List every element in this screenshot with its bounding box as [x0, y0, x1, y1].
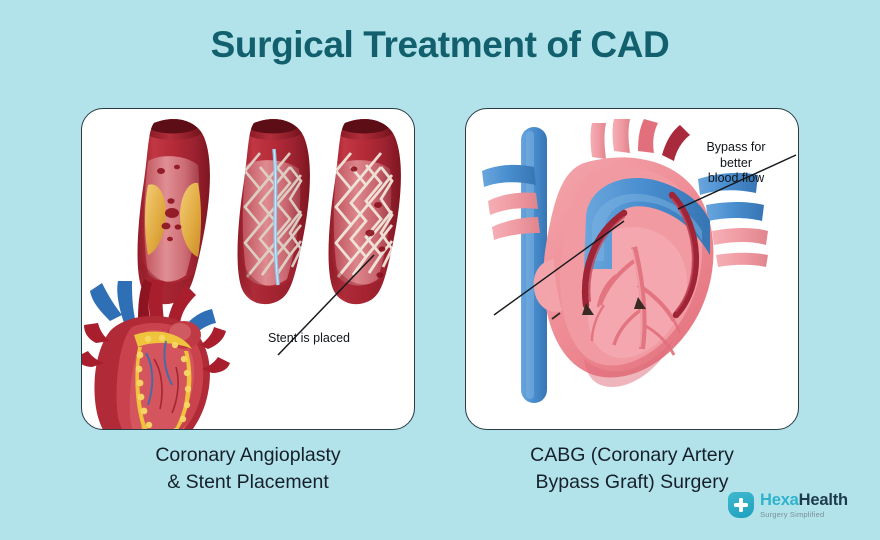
coronary-arteries-light — [631, 248, 643, 348]
brand-logo[interactable]: HexaHealth Surgery Simplified — [728, 492, 848, 519]
panel-card-cabg — [465, 108, 799, 430]
plaque-deposit — [180, 182, 201, 257]
heart-with-bypass-grafts-illustration — [482, 119, 797, 403]
annotation-bypass-for-better-blood-flow: Bypass for better blood flow — [706, 140, 766, 185]
bypass-graft-vessels — [582, 191, 699, 319]
leader-line-bypass — [677, 154, 797, 210]
plaque-deposit — [145, 184, 166, 255]
panel-caption-cabg: CABG (Coronary Artery Bypass Graft) Surg… — [530, 444, 734, 493]
blocked-artery-with-plaque — [137, 119, 210, 305]
logo-name-second: Health — [798, 491, 848, 509]
panel-caption-angioplasty: Coronary Angioplasty & Stent Placement — [155, 444, 341, 493]
logo-name-first: Hexa — [760, 491, 799, 509]
leader-line-stent — [277, 254, 375, 356]
logo-wordmark: HexaHealth — [760, 492, 848, 509]
page-title: Surgical Treatment of CAD — [210, 24, 670, 65]
aorta-trunks — [590, 119, 690, 161]
anatomical-heart — [82, 279, 230, 429]
coronary-arteries — [590, 246, 682, 356]
annotation-stent-is-placed: Stent is placed — [268, 331, 350, 345]
leader-line-graft-left — [493, 220, 625, 316]
right-side-vessels — [698, 172, 768, 267]
medical-cross-icon — [734, 498, 748, 513]
bypass-graft-highlight — [588, 198, 694, 312]
logo-tagline: Surgery Simplified — [760, 509, 825, 519]
coronary-artery-stent-stages-illustration — [82, 119, 401, 429]
pulmonary-veins-left — [482, 164, 540, 240]
artery-with-expanded-stent — [328, 119, 401, 305]
artery-with-stent-on-balloon-catheter — [237, 119, 310, 305]
stent-mesh-expanded — [334, 152, 394, 278]
logo-text-wrap: HexaHealth Surgery Simplified — [760, 492, 848, 518]
panel-card-angioplasty — [81, 108, 415, 430]
medical-cross-shield-icon — [728, 492, 754, 519]
graft-anastomosis-markers — [551, 297, 646, 320]
